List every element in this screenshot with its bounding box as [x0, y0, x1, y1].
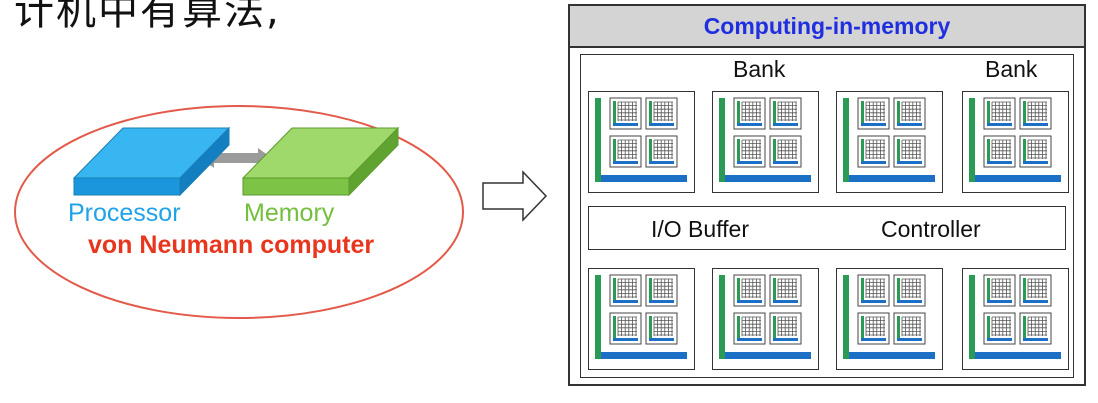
sub-array	[1019, 312, 1052, 345]
bank-structure	[843, 97, 935, 182]
memory-bank	[962, 91, 1069, 193]
sub-array	[769, 135, 802, 168]
memory-bank	[836, 91, 943, 193]
processor-label: Processor	[68, 199, 181, 227]
bank-label: Bank	[985, 56, 1038, 82]
row-decoder-bar	[843, 98, 849, 182]
memory-bank	[712, 91, 819, 193]
sub-array	[893, 135, 926, 168]
io-buffer-label: I/O Buffer	[651, 216, 750, 242]
cim-inner-frame	[580, 54, 1074, 378]
memory-label: Memory	[244, 199, 335, 227]
sub-array	[733, 97, 766, 130]
sense-amp-bar	[725, 352, 811, 359]
sub-array	[733, 274, 766, 307]
sub-array	[1019, 135, 1052, 168]
sub-array	[645, 274, 678, 307]
sub-array	[893, 97, 926, 130]
sense-amp-bar	[601, 352, 687, 359]
von-neumann-diagram	[14, 105, 548, 319]
row-decoder-bar	[969, 275, 975, 359]
right-arrow-icon	[482, 170, 548, 222]
sense-amp-bar	[601, 175, 687, 182]
memory-bank	[588, 91, 695, 193]
cim-title: Computing-in-memory	[570, 6, 1084, 48]
memory-bank	[962, 268, 1069, 370]
sub-array	[645, 135, 678, 168]
sense-amp-bar	[725, 175, 811, 182]
row-decoder-bar	[595, 98, 601, 182]
bank-structure	[969, 274, 1061, 359]
row-decoder-bar	[969, 98, 975, 182]
sub-array	[983, 135, 1016, 168]
processor-block	[72, 126, 231, 197]
bank-structure	[719, 274, 811, 359]
von-neumann-oval	[14, 105, 464, 319]
sub-array	[645, 312, 678, 345]
bank-structure	[595, 274, 687, 359]
sub-array	[609, 135, 642, 168]
sub-array	[857, 274, 890, 307]
von-neumann-caption: von Neumann computer	[88, 231, 375, 259]
sub-array	[983, 312, 1016, 345]
sense-amp-bar	[849, 352, 935, 359]
cim-panel: Computing-in-memory Bank Bank I/O Buffer…	[568, 4, 1086, 386]
sub-array	[769, 312, 802, 345]
bank-label: Bank	[733, 56, 786, 82]
sub-array	[1019, 274, 1052, 307]
sub-array	[609, 97, 642, 130]
sub-array	[609, 274, 642, 307]
row-decoder-bar	[719, 98, 725, 182]
bank-structure	[595, 97, 687, 182]
sub-array	[733, 312, 766, 345]
bank-structure	[843, 274, 935, 359]
bank-structure	[719, 97, 811, 182]
sub-array	[769, 274, 802, 307]
sense-amp-bar	[975, 352, 1061, 359]
sub-array	[983, 97, 1016, 130]
row-decoder-bar	[595, 275, 601, 359]
memory-block	[241, 126, 400, 197]
memory-bank	[836, 268, 943, 370]
sub-array	[893, 274, 926, 307]
sub-array	[857, 312, 890, 345]
sub-array	[609, 312, 642, 345]
row-decoder-bar	[843, 275, 849, 359]
row-decoder-bar	[719, 275, 725, 359]
sense-amp-bar	[975, 175, 1061, 182]
sub-array	[857, 135, 890, 168]
sub-array	[769, 97, 802, 130]
sub-array	[1019, 97, 1052, 130]
memory-bank	[712, 268, 819, 370]
bank-structure	[969, 97, 1061, 182]
sub-array	[983, 274, 1016, 307]
sub-array	[733, 135, 766, 168]
slide-heading: 计机中有算法,	[14, 0, 281, 34]
sense-amp-bar	[849, 175, 935, 182]
memory-bank	[588, 268, 695, 370]
sub-array	[857, 97, 890, 130]
sub-array	[645, 97, 678, 130]
controller-label: Controller	[881, 216, 981, 242]
sub-array	[893, 312, 926, 345]
io-controller-bar: I/O Buffer Controller	[588, 206, 1066, 250]
